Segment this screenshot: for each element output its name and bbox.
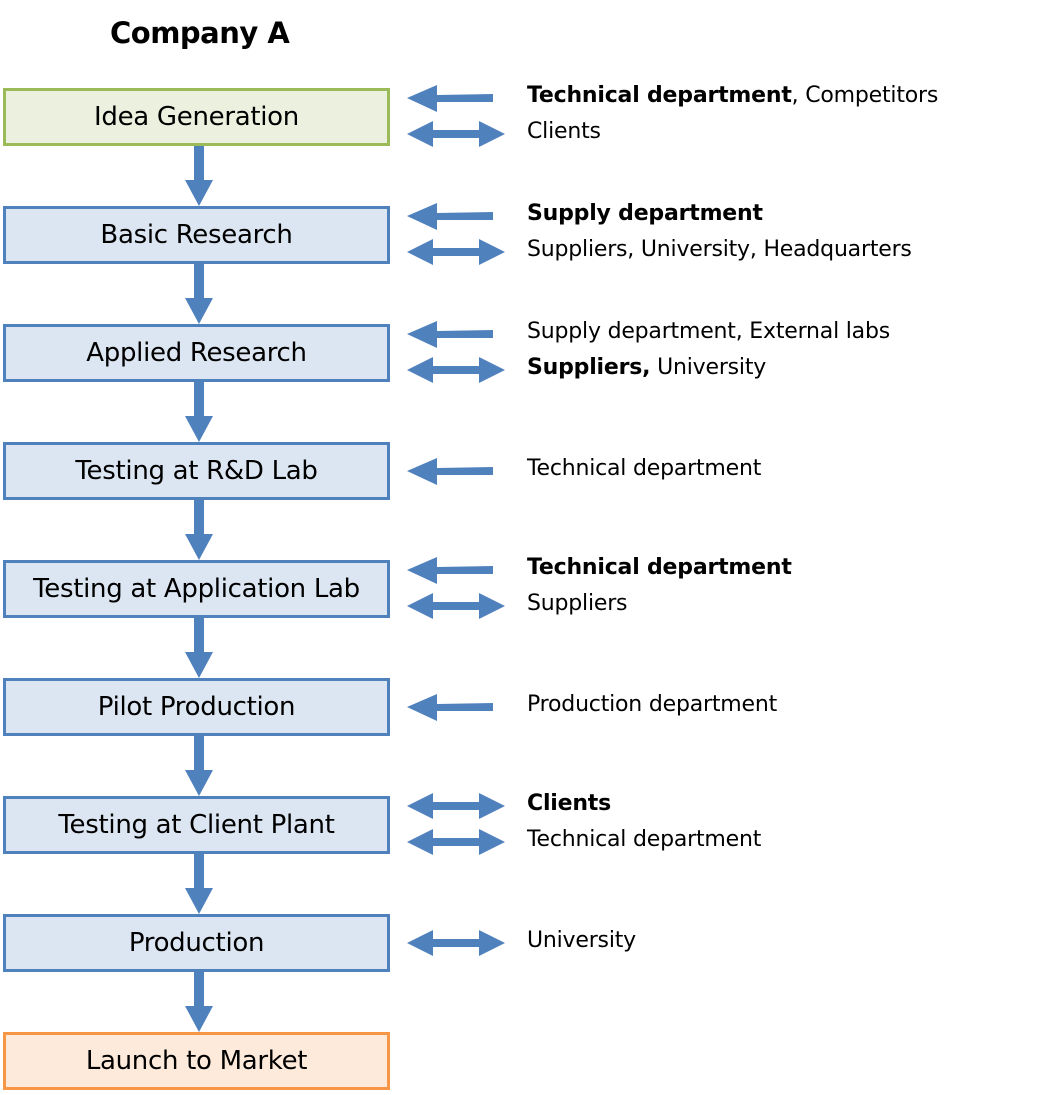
partner-name-emphasis: Suppliers, xyxy=(527,355,651,380)
partner-name: , Competitors xyxy=(791,83,939,108)
partner-name: University xyxy=(527,928,636,953)
stage-label: Testing at Client Plant xyxy=(58,810,335,840)
down-arrow xyxy=(185,264,213,324)
partner-text: Supply department, External labs xyxy=(527,319,890,344)
stage-box: Testing at R&D Lab xyxy=(3,442,390,500)
stage-box: Idea Generation xyxy=(3,88,390,146)
inbound-arrow xyxy=(407,321,493,348)
partner-name-emphasis: Technical department xyxy=(527,555,792,580)
inbound-arrow xyxy=(407,458,493,485)
stage-label: Production xyxy=(128,928,265,958)
inbound-arrow xyxy=(407,557,493,584)
bidirectional-arrow xyxy=(407,593,505,619)
bidirectional-arrow xyxy=(407,930,505,956)
partner-text: Suppliers xyxy=(527,591,628,616)
down-arrow xyxy=(185,382,213,442)
bidirectional-arrow xyxy=(407,793,505,819)
partner-name-emphasis: Clients xyxy=(527,791,612,816)
stage-box: Production xyxy=(3,914,390,972)
stage-label: Basic Research xyxy=(100,220,293,250)
stage-box: Basic Research xyxy=(3,206,390,264)
partner-name: Technical department xyxy=(527,827,762,852)
bidirectional-arrow xyxy=(407,239,505,265)
inbound-arrow xyxy=(407,203,493,230)
bidirectional-arrow xyxy=(407,121,505,147)
down-arrow xyxy=(185,854,213,914)
stage-label: Launch to Market xyxy=(85,1046,308,1076)
stage-box: Pilot Production xyxy=(3,678,390,736)
partner-name: Production department xyxy=(527,692,777,717)
partner-name: Clients xyxy=(527,119,601,144)
stage-label: Testing at Application Lab xyxy=(33,574,360,604)
stage-label: Pilot Production xyxy=(97,692,296,722)
down-arrow xyxy=(185,146,213,206)
partner-text: University xyxy=(527,928,636,953)
stage-box: Applied Research xyxy=(3,324,390,382)
stage-box: Testing at Application Lab xyxy=(3,560,390,618)
partner-text: Supply department xyxy=(527,201,763,226)
diagram-title: Company A xyxy=(110,16,290,50)
down-arrow xyxy=(185,972,213,1032)
partner-name: Technical department xyxy=(527,456,762,481)
partner-text: Technical department xyxy=(527,555,792,580)
partner-name-emphasis: Technical department xyxy=(527,83,792,108)
stage-label: Idea Generation xyxy=(94,102,299,132)
partner-name: University xyxy=(650,355,767,380)
down-arrow xyxy=(185,500,213,560)
partner-text: Production department xyxy=(527,692,777,717)
partner-text: Suppliers, University xyxy=(527,355,766,380)
partner-text: Technical department xyxy=(527,456,761,481)
stage-label: Testing at R&D Lab xyxy=(75,456,318,486)
partner-text: Technical department xyxy=(527,827,761,852)
partner-text: Technical department, Competitors xyxy=(527,83,938,108)
partner-name: Supply department, External labs xyxy=(527,319,890,344)
bidirectional-arrow xyxy=(407,357,505,383)
inbound-arrow xyxy=(407,85,493,112)
bidirectional-arrow xyxy=(407,829,505,855)
partner-text: Suppliers, University, Headquarters xyxy=(527,237,912,262)
partner-text: Clients xyxy=(527,791,611,816)
down-arrow xyxy=(185,736,213,796)
stage-box: Launch to Market xyxy=(3,1032,390,1090)
partner-name-emphasis: Supply department xyxy=(527,201,763,226)
partner-name: Suppliers xyxy=(527,591,628,616)
inbound-arrow xyxy=(407,694,493,721)
down-arrow xyxy=(185,618,213,678)
partner-name: Suppliers, University, Headquarters xyxy=(527,237,912,262)
stage-label: Applied Research xyxy=(86,338,307,368)
stage-box: Testing at Client Plant xyxy=(3,796,390,854)
partner-text: Clients xyxy=(527,119,601,144)
